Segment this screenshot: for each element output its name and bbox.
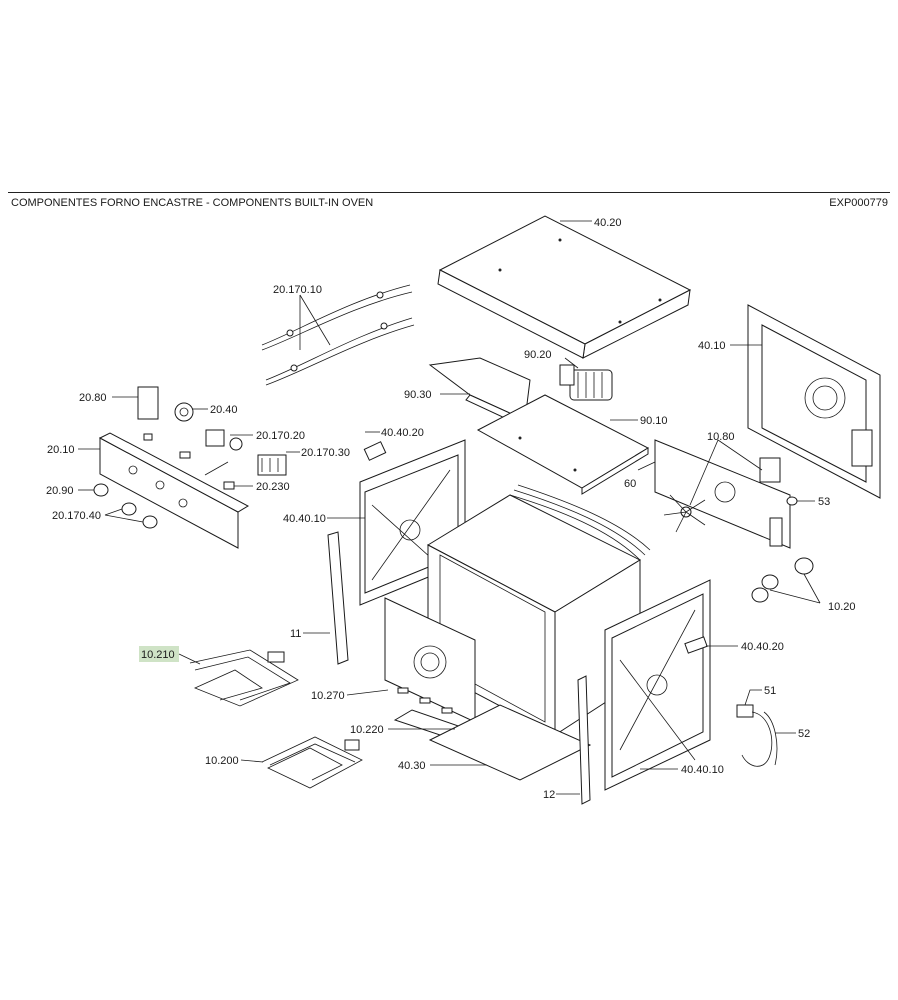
thermostat (137, 386, 159, 441)
control-knobs (93, 483, 158, 529)
power-cable (736, 704, 778, 767)
fan-blade (663, 494, 706, 533)
door-switch-right (684, 636, 708, 654)
label-90-20: 90.20 (524, 349, 552, 361)
label-60: 60 (624, 478, 636, 490)
label-40-40-20-right: 40.40.20 (741, 641, 784, 653)
label-10-200: 10.200 (205, 755, 239, 767)
document-code: EXP000779 (829, 197, 888, 209)
rear-panel (747, 304, 881, 499)
label-12: 12 (543, 789, 555, 801)
label-51: 51 (764, 685, 776, 697)
top-panel (437, 215, 692, 359)
highlight-10-210 (139, 646, 179, 662)
label-20-170-30: 20.170.30 (301, 447, 350, 459)
selector-switch (174, 402, 194, 422)
label-20-170-40: 20.170.40 (52, 510, 101, 522)
label-40-20: 40.20 (594, 217, 622, 229)
label-20-170-10: 20.170.10 (273, 284, 322, 296)
wire-harness (261, 284, 415, 386)
probe-sensor (204, 461, 235, 490)
cavity-top-plate (476, 394, 650, 495)
label-40-30: 40.30 (398, 760, 426, 772)
label-10-270: 10.270 (311, 690, 345, 702)
label-20-90: 20.90 (46, 485, 74, 497)
label-90-10: 90.10 (640, 415, 668, 427)
label-40-40-20-top: 40.40.20 (381, 427, 424, 439)
label-10-220: 10.220 (350, 724, 384, 736)
hinge-rail-left (327, 531, 349, 665)
label-10-80: 10.80 (707, 431, 735, 443)
page-title: COMPONENTES FORNO ENCASTRE - COMPONENTS … (11, 197, 374, 209)
control-panel (98, 432, 250, 549)
door-switch (363, 441, 387, 461)
fan-cover-bracket (654, 439, 791, 549)
oven-heater-element (261, 736, 363, 789)
bottom-panel (428, 704, 592, 781)
hinge-rail-right (577, 675, 591, 805)
label-53: 53 (818, 496, 830, 508)
label-10-210: 10.210 (141, 649, 175, 661)
oven-cavity (426, 484, 651, 736)
label-40-10: 40.10 (698, 340, 726, 352)
label-52: 52 (798, 728, 810, 740)
label-20-170-20: 20.170.20 (256, 430, 305, 442)
header-rule (8, 192, 890, 193)
label-90-30: 90.30 (404, 389, 432, 401)
fan-motor (559, 364, 613, 401)
label-20-40: 20.40 (210, 404, 238, 416)
label-40-40-10-right: 40.40.10 (681, 764, 724, 776)
relay-block (257, 454, 287, 476)
label-20-80: 20.80 (79, 392, 107, 404)
label-10-20: 10.20 (828, 601, 856, 613)
label-20-10: 20.10 (47, 444, 75, 456)
timer-unit (179, 429, 243, 459)
right-side-panel (604, 579, 711, 791)
label-11: 11 (290, 628, 301, 640)
label-20-230: 20.230 (256, 481, 290, 493)
label-40-40-10-left: 40.40.10 (283, 513, 326, 525)
grill-element (189, 649, 299, 707)
